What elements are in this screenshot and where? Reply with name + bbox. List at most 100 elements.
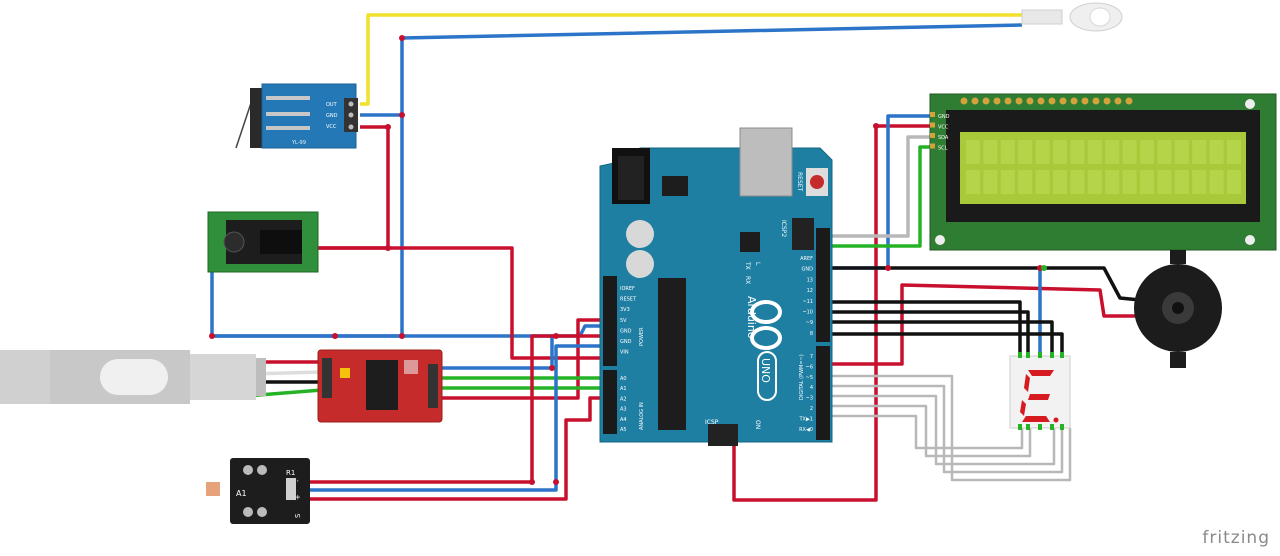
arduino-digital-pin-label: 8 <box>810 331 813 337</box>
lcd-character-cell <box>983 170 998 194</box>
lcd-header-pad <box>1037 97 1045 105</box>
ldr-pin-label: + <box>294 494 302 500</box>
seven-segment-display <box>1009 352 1071 430</box>
wire-black-d10 <box>820 310 1030 358</box>
lcd-character-cell <box>1227 140 1241 164</box>
lcd-character-cell <box>1192 140 1207 164</box>
arduino-analog-pin-label: A0 <box>620 376 627 382</box>
sensor-pin-label: OUT <box>326 102 338 108</box>
arduino-logo <box>750 300 782 350</box>
lcd-character-cell <box>1070 170 1085 194</box>
lcd-character-cell <box>1174 170 1189 194</box>
arduino-power-pin-label: GND <box>620 328 632 334</box>
seven-segment-pin <box>1060 352 1064 358</box>
lcd-character-cell <box>1000 170 1015 194</box>
lcd-header-pad <box>1125 97 1133 105</box>
arduino-analog-pin-label: A2 <box>620 396 627 402</box>
junctions <box>209 35 1047 485</box>
lcd-header-pad <box>1103 97 1111 105</box>
arduino-tx-label: TX <box>744 261 751 270</box>
arduino-uno: IOREFRESET3V35VGNDGNDVINA0A1A2A3A4A5AREF… <box>599 127 833 446</box>
wire-red-lcd-vcc <box>732 124 936 502</box>
lcd-pin <box>930 112 935 117</box>
lcd-mount-hole <box>1245 235 1255 245</box>
lcd-character-cell <box>1140 170 1154 194</box>
led <box>1021 2 1123 32</box>
lcd-character-cell <box>1018 140 1033 164</box>
arduino-rx-label: RX <box>744 276 751 284</box>
arduino-digital-pin-label: ~5 <box>806 375 813 381</box>
lcd-character-cell <box>1122 170 1137 194</box>
arduino-digital-pin-label: 4 <box>810 385 813 391</box>
power-jack <box>207 211 319 273</box>
lcd-header-pad <box>1048 97 1056 105</box>
arduino-power-pin-label: IOREF <box>620 286 635 292</box>
lcd-character-cell <box>1209 170 1224 194</box>
lcd-character-cell <box>966 140 980 164</box>
arduino-power-pin-label: GND <box>620 339 632 345</box>
lcd-header-pad <box>1026 97 1034 105</box>
arduino-reset-label: RESET <box>796 172 803 192</box>
arduino-analog-pin-label: A4 <box>620 417 627 423</box>
lcd-character-cell <box>1209 140 1224 164</box>
seven-segment-pin <box>1026 352 1030 358</box>
lcd-pin-label: SCL <box>938 146 948 152</box>
wire-blue-hx711-gnd <box>436 336 554 370</box>
lcd-header-pad <box>1059 97 1067 105</box>
lcd-character-cell <box>1227 170 1241 194</box>
sensor-pin-label: VCC <box>326 124 337 130</box>
arduino-digital-pin-label: ~3 <box>806 396 813 402</box>
wire-black-d9 <box>820 320 1054 358</box>
wire-gray-d3 <box>820 404 1032 458</box>
lcd-header-pad <box>993 97 1001 105</box>
lcd-header-pad <box>1114 97 1122 105</box>
arduino-power-pin-label: 3V3 <box>620 307 630 313</box>
ldr-pin-label: - <box>294 479 302 482</box>
arduino-digital-label: DIGITAL (PWM=~) <box>799 354 805 400</box>
arduino-icsp-label: ICSP <box>705 419 719 426</box>
lcd-character-cell <box>1157 170 1172 194</box>
arduino-digital-pin-label: ~6 <box>806 364 813 370</box>
wire-red-5v <box>436 318 614 400</box>
wire-green-lcd-scl <box>820 145 936 248</box>
sensor-pin-label: GND <box>326 113 338 119</box>
wire-gray-lcd-sda <box>820 135 936 238</box>
wire-red-jack-to-vin <box>316 246 614 360</box>
lcd-header-pad <box>1015 97 1023 105</box>
lcd-header-pad <box>1070 97 1078 105</box>
wire-black-d8 <box>820 332 1064 358</box>
seven-segment-pin <box>1060 424 1064 430</box>
seven-segment-pin <box>1050 424 1054 430</box>
lcd-header-pad <box>1081 97 1089 105</box>
lcd-character-cell <box>1192 170 1207 194</box>
arduino-analog-pin-label: A3 <box>620 407 627 413</box>
lcd-pin <box>930 122 935 128</box>
arduino-analog-pin-label: A5 <box>620 427 627 433</box>
lcd-header-pad <box>982 97 990 105</box>
load-cell <box>0 350 266 404</box>
seven-segment-pin <box>1038 352 1042 358</box>
wire-red-ldr-s <box>300 334 614 484</box>
sensor-module: OUT GND VCC YL-99 <box>235 83 358 149</box>
lcd-pin <box>930 143 935 149</box>
lcd-pin-label: SDA <box>938 135 949 141</box>
lcd-pin-label: VCC <box>938 125 949 131</box>
buzzer <box>1134 250 1222 368</box>
arduino-digital-pin-label: 13 <box>807 277 813 283</box>
arduino-power-pin-label: 5V <box>620 318 627 324</box>
arduino-analog-pin-label: A1 <box>620 386 627 392</box>
arduino-on-label: ON <box>754 420 761 429</box>
sensor-module-label: YL-99 <box>291 140 306 146</box>
lcd-character-cell <box>1105 140 1120 164</box>
wire-black-d11 <box>820 300 1022 358</box>
ldr-resistor-label: R1 <box>286 469 295 477</box>
arduino-digital-pin-label: ~9 <box>806 320 813 326</box>
seven-segment-pin <box>1026 424 1030 430</box>
wires <box>177 13 1141 502</box>
lcd-header-pad <box>1004 97 1012 105</box>
seven-segment-pin <box>1050 352 1054 358</box>
wire-red-buzzer <box>820 283 1140 366</box>
wire-gray-d2 <box>820 414 1024 450</box>
wire-gray-d5 <box>820 384 1064 474</box>
seven-segment-pin <box>1018 424 1022 430</box>
